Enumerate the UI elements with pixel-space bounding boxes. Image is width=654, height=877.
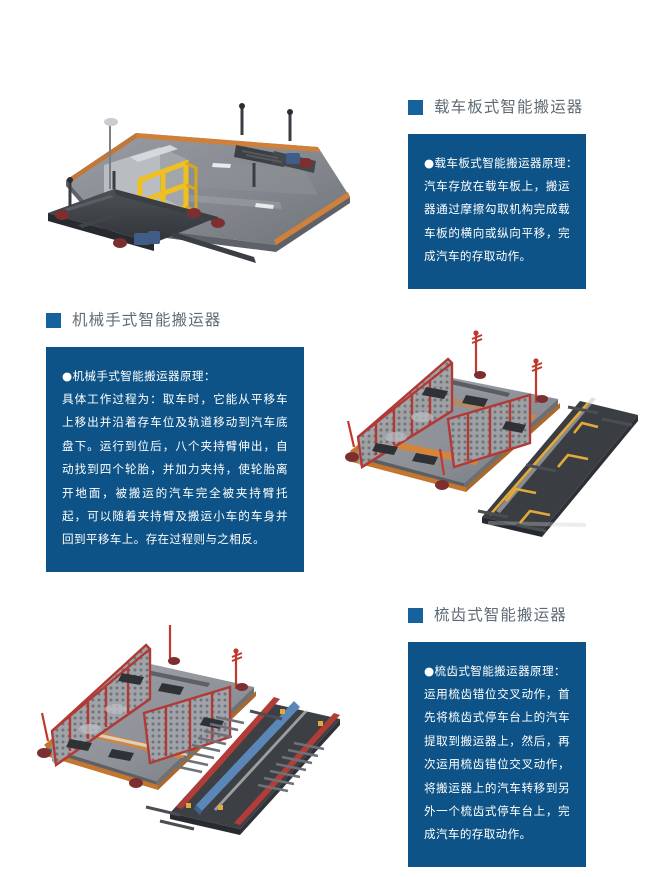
square-bullet-icon — [408, 608, 423, 624]
description-panel-comb-tooth: ●梳齿式智能搬运器原理： 运用梳齿错位交叉动作，首先将梳齿式停车台上的汽车提取到… — [408, 641, 586, 867]
heading-label: 机械手式智能搬运器 — [72, 311, 222, 329]
description-panel-carrier-plate: ●载车板式智能搬运器原理： 汽车存放在载车板上，搬运器通过摩擦勾取机构完成载车板… — [408, 133, 586, 289]
illustration-carrier-plate — [18, 85, 378, 285]
square-bullet-icon — [46, 313, 61, 329]
heading-comb-tooth: 梳齿式智能搬运器 — [408, 606, 608, 624]
description-lead: ●梳齿式智能搬运器原理： — [424, 663, 566, 678]
description-body: 运用梳齿错位交叉动作，首先将梳齿式停车台上的汽车提取到搬运器上，然后，再次运用梳… — [424, 686, 570, 842]
description-panel-robotic-arm: ●机械手式智能搬运器原理： 具体工作过程为：取车时，它能从平移车上移出并沿着存车… — [46, 346, 304, 572]
square-bullet-icon — [408, 100, 423, 116]
heading-robotic-arm: 机械手式智能搬运器 — [46, 311, 308, 329]
textblock-comb-tooth: 梳齿式智能搬运器 ●梳齿式智能搬运器原理： 运用梳齿错位交叉动作，首先将梳齿式停… — [408, 606, 608, 867]
description-body: 具体工作过程为：取车时，它能从平移车上移出并沿着存车位及轨道移动到汽车底盘下。运… — [62, 391, 288, 547]
description-body: 汽车存放在载车板上，搬运器通过摩擦勾取机构完成载车板的横向或纵向平移，完成汽车的… — [424, 178, 570, 264]
heading-label: 梳齿式智能搬运器 — [434, 606, 567, 624]
illustration-comb-tooth — [18, 625, 388, 840]
illustration-robotic-arm — [330, 325, 650, 550]
heading-label: 载车板式智能搬运器 — [434, 98, 584, 116]
heading-carrier-plate: 载车板式智能搬运器 — [408, 98, 608, 116]
description-lead: ●机械手式智能搬运器原理： — [62, 368, 216, 383]
textblock-robotic-arm: 机械手式智能搬运器 ●机械手式智能搬运器原理： 具体工作过程为：取车时，它能从平… — [46, 311, 308, 572]
section-comb-tooth: 梳齿式智能搬运器 ●梳齿式智能搬运器原理： 运用梳齿错位交叉动作，首先将梳齿式停… — [0, 600, 654, 867]
section-robotic-arm: 机械手式智能搬运器 ●机械手式智能搬运器原理： 具体工作过程为：取车时，它能从平… — [0, 305, 654, 572]
description-lead: ●载车板式智能搬运器原理： — [424, 155, 578, 170]
textblock-carrier-plate: 载车板式智能搬运器 ●载车板式智能搬运器原理： 汽车存放在载车板上，搬运器通过摩… — [408, 98, 608, 289]
section-carrier-plate: 载车板式智能搬运器 ●载车板式智能搬运器原理： 汽车存放在载车板上，搬运器通过摩… — [0, 85, 654, 290]
